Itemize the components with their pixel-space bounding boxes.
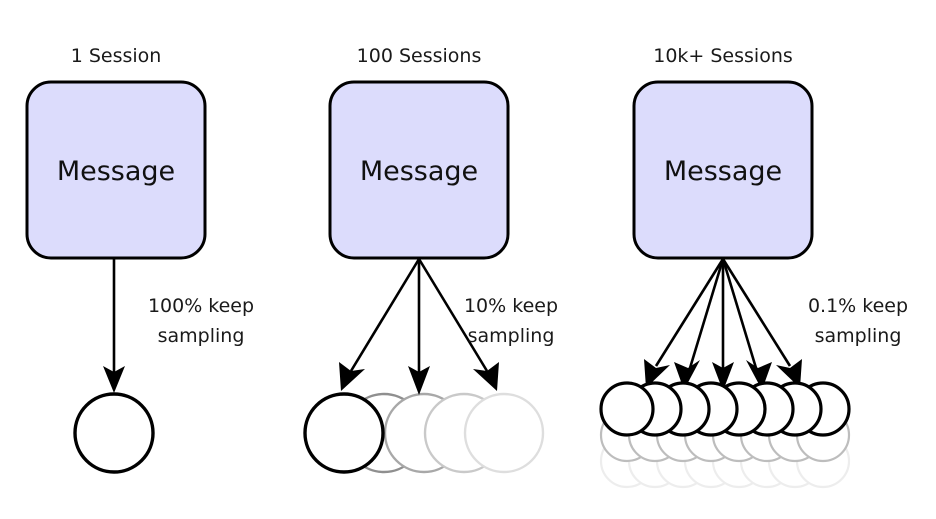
arrow-line-hundred-sessions-3 (417, 258, 489, 372)
arrow-head-tenk-sessions-4 (746, 360, 772, 390)
message-box-one-session[interactable] (25, 80, 207, 260)
group-one-session: 1 Session Message 100% keep sampling (25, 45, 254, 474)
message-box-hundred-sessions[interactable] (328, 80, 510, 260)
group-hundred-sessions: 100 Sessions Message 10% keep sampling (303, 45, 558, 474)
arrow-line-tenk-sessions-4 (721, 258, 758, 369)
arrow-head-tenk-sessions-3 (712, 362, 734, 391)
arrow-head-tenk-sessions-1 (644, 359, 670, 388)
message-box-label-hundred-sessions: Message (360, 156, 478, 187)
message-box-label-tenk-sessions: Message (664, 156, 782, 187)
sample-label-one-session-line2: sampling (158, 325, 245, 347)
arrow-head-tenk-sessions-5 (776, 359, 802, 388)
arrow-line-tenk-sessions-2 (688, 258, 725, 369)
dropped-node-circle (463, 392, 545, 474)
message-box-tenk-sessions[interactable] (632, 80, 814, 260)
sample-label-hundred-sessions-line2: sampling (468, 325, 555, 347)
group-title-tenk-sessions: 10k+ Sessions (653, 45, 793, 67)
sample-label-hundred-sessions-line1: 10% keep (464, 295, 558, 317)
arrow-head-one-session-1 (103, 366, 125, 393)
kept-node-row-1[interactable] (599, 381, 851, 437)
arrow-line-tenk-sessions-5 (721, 258, 792, 367)
arrow-head-tenk-sessions-2 (674, 360, 700, 390)
message-box-label-one-session: Message (57, 156, 175, 187)
kept-node-circle[interactable] (73, 392, 155, 474)
arrow-head-hundred-sessions-1 (339, 362, 365, 391)
arrow-line-hundred-sessions-1 (349, 258, 421, 372)
arrow-head-hundred-sessions-3 (473, 362, 499, 391)
kept-node-circle[interactable] (303, 392, 385, 474)
kept-node-circle[interactable] (599, 381, 655, 437)
group-tenk-sessions: 10k+ Sessions Message (599, 45, 908, 489)
sample-label-tenk-sessions-line2: sampling (815, 325, 902, 347)
arrow-line-tenk-sessions-1 (654, 258, 725, 367)
sample-label-one-session-line1: 100% keep (148, 295, 254, 317)
group-title-hundred-sessions: 100 Sessions (357, 45, 482, 67)
group-title-one-session: 1 Session (71, 45, 162, 67)
sample-label-tenk-sessions-line1: 0.1% keep (808, 295, 908, 317)
arrow-head-hundred-sessions-2 (408, 366, 430, 395)
